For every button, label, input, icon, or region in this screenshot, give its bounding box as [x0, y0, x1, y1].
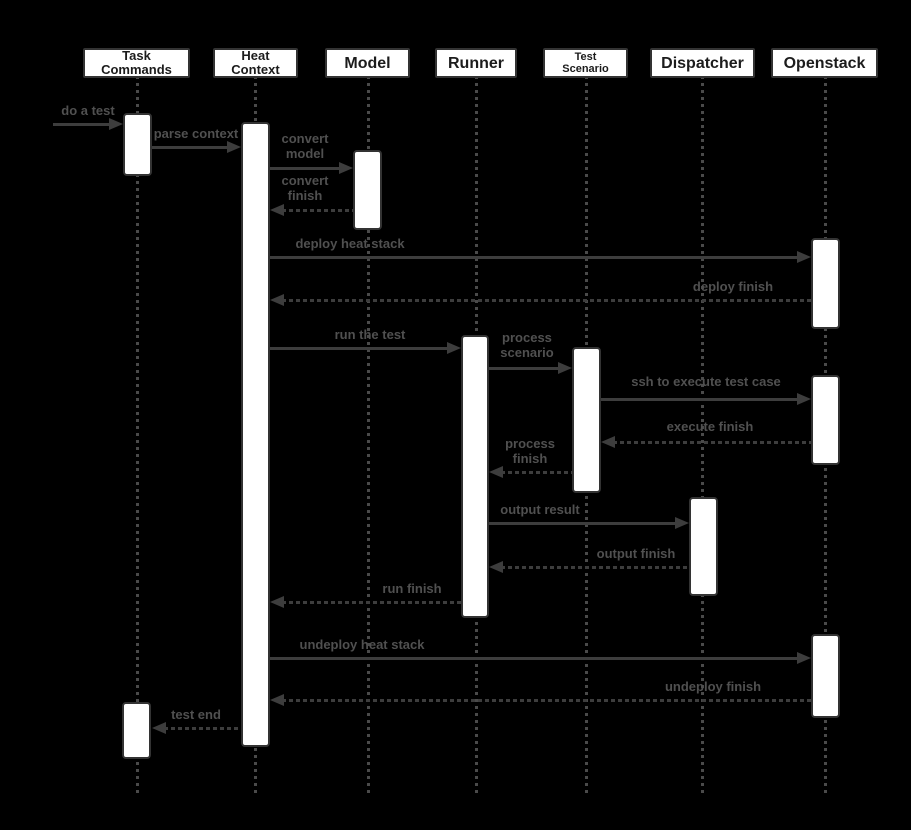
message-label: process finish [505, 436, 555, 466]
message-arrowhead [270, 693, 284, 706]
message-line-test-scenario-to-runner [501, 470, 572, 474]
participant-heat-context: Heat Context [213, 48, 298, 78]
message-label: run the test [334, 327, 406, 342]
participant-openstack: Openstack [771, 48, 878, 78]
message-line-heat-context-to-runner [270, 346, 449, 350]
activation-dispatcher-1 [689, 497, 718, 596]
activation-openstack-1 [811, 238, 840, 329]
message-arrowhead [270, 203, 284, 216]
lifeline-model [366, 76, 370, 797]
participant-runner: Runner [435, 48, 517, 78]
message-arrowhead [797, 651, 811, 664]
message-line-test-scenario-to-openstack [601, 397, 799, 401]
message-label: test end [171, 707, 221, 722]
message-label: undeploy heat stack [299, 637, 425, 652]
message-arrowhead [797, 250, 811, 263]
message-line-task-commands-to-heat-context [152, 145, 229, 149]
message-label: convert finish [281, 173, 329, 203]
lifeline-task-commands [135, 76, 139, 797]
activation-heat-context-1 [241, 122, 270, 747]
message-arrowhead [489, 465, 503, 478]
message-arrowhead [489, 560, 503, 573]
message-label: deploy finish [692, 279, 774, 294]
activation-openstack-3 [811, 634, 840, 718]
message-arrowhead [601, 435, 615, 448]
message-label: ssh to execute test case [631, 374, 781, 389]
message-arrowhead [270, 293, 284, 306]
activation-task-commands-2 [122, 702, 151, 759]
message-line-heat-context-to-openstack [270, 656, 799, 660]
message-line-runner-to-dispatcher [489, 521, 677, 525]
participant-model: Model [325, 48, 410, 78]
message-arrowhead [797, 392, 811, 405]
message-label: parse context [153, 126, 239, 141]
message-label: process scenario [500, 330, 554, 360]
message-line-model-to-heat-context [282, 208, 353, 212]
message-line-heat-context-to-openstack [270, 255, 799, 259]
message-arrowhead [270, 595, 284, 608]
message-label: run finish [382, 581, 442, 596]
message-line-openstack-to-test-scenario [613, 440, 811, 444]
message-line-heat-context-to-task-commands [164, 726, 241, 730]
message-label: output finish [596, 546, 676, 561]
message-arrowhead [152, 721, 166, 734]
message-line-openstack-to-heat-context [282, 698, 811, 702]
message-line-runner-to-heat-context [282, 600, 461, 604]
activation-model-1 [353, 150, 382, 230]
message-line-dispatcher-to-runner [501, 565, 689, 569]
participant-dispatcher: Dispatcher [650, 48, 755, 78]
message-arrowhead [447, 341, 461, 354]
message-label: undeploy finish [664, 679, 762, 694]
message-line-openstack-to-heat-context [282, 298, 811, 302]
message-label: output result [500, 502, 580, 517]
message-label: deploy heat stack [295, 236, 405, 251]
message-line-heat-context-to-model [270, 166, 341, 170]
message-line-external-to-task-commands [53, 122, 111, 126]
message-arrowhead [558, 361, 572, 374]
activation-openstack-2 [811, 375, 840, 465]
activation-test-scenario-1 [572, 347, 601, 493]
message-line-runner-to-test-scenario [489, 366, 560, 370]
message-arrowhead [339, 161, 353, 174]
lifeline-dispatcher [700, 76, 704, 797]
participant-test-scenario: Test Scenario [543, 48, 628, 78]
message-arrowhead [227, 140, 241, 153]
message-arrowhead [109, 117, 123, 130]
message-label: do a test [61, 103, 115, 118]
participant-task-commands: Task Commands [83, 48, 190, 78]
message-arrowhead [675, 516, 689, 529]
message-label: convert model [281, 131, 329, 161]
activation-task-commands-1 [123, 113, 152, 176]
message-label: execute finish [666, 419, 754, 434]
activation-runner-1 [461, 335, 489, 618]
